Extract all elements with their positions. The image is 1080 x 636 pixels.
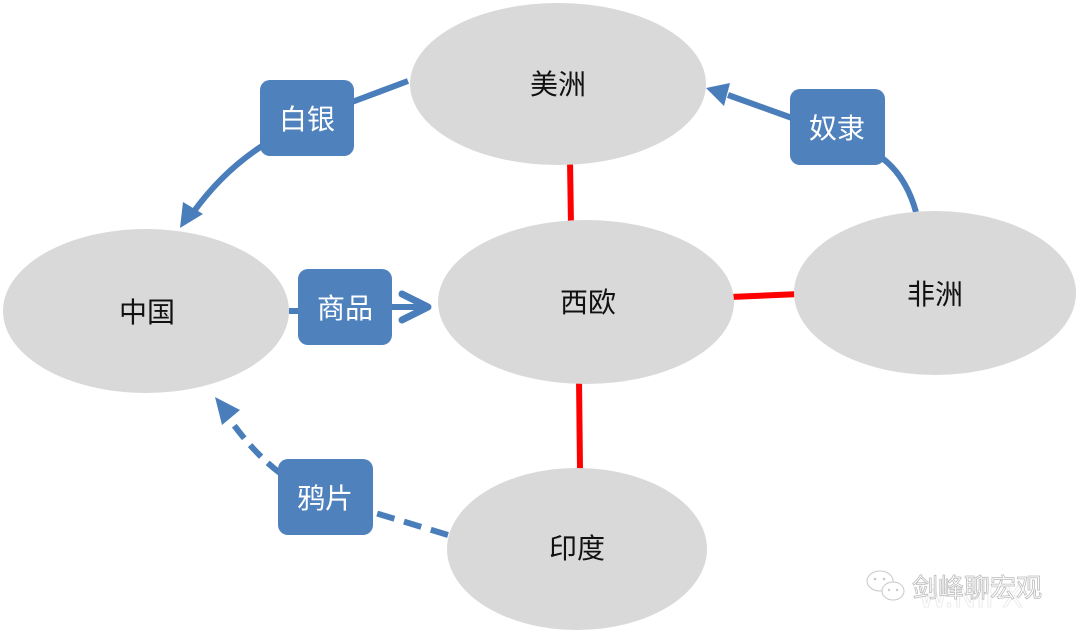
watermark-ghost-text: W.NIFX <box>918 580 1023 615</box>
node-label-china: 中国 <box>119 296 175 329</box>
flow-arrow-opium-tail <box>223 412 282 476</box>
links <box>567 159 801 471</box>
arrowhead-opium <box>215 397 240 425</box>
flow-arrow-slaves-head-line <box>726 92 794 121</box>
watermark-text: 剑峰聊宏观 <box>912 574 1042 604</box>
arrowhead-silver <box>180 202 203 228</box>
flow-label-slaves[interactable]: 奴隶 <box>790 89 885 165</box>
flow-label-silver[interactable]: 白银 <box>260 80 354 156</box>
flow-label-silver-text: 白银 <box>279 103 335 136</box>
link-europe-africa <box>729 291 801 300</box>
link-europe-india <box>576 377 583 471</box>
node-china[interactable]: 中国 <box>3 229 289 393</box>
flow-label-goods[interactable]: 商品 <box>298 269 392 345</box>
flows <box>180 78 919 538</box>
node-label-americas: 美洲 <box>530 68 586 101</box>
flow-label-opium[interactable]: 鸦片 <box>278 459 373 535</box>
flow-labels: 白银 奴隶 商品 鸦片 <box>260 80 885 535</box>
flow-arrow-opium <box>371 509 449 538</box>
node-label-africa: 非洲 <box>907 278 963 311</box>
watermark: W.NIFX 剑峰聊宏观 <box>866 570 1042 616</box>
flow-label-opium-text: 鸦片 <box>297 482 353 515</box>
node-americas[interactable]: 美洲 <box>410 3 706 165</box>
flow-arrow-silver-tail <box>189 143 264 216</box>
link-europe-americas <box>567 159 574 227</box>
flow-arrow-slaves <box>880 155 919 213</box>
node-label-western-europe: 西欧 <box>560 286 616 319</box>
flow-arrow-silver <box>350 78 410 105</box>
nodes: 美洲 西欧 中国 非洲 印度 <box>3 3 1076 630</box>
arrowhead-slaves <box>706 83 730 106</box>
node-africa[interactable]: 非洲 <box>794 211 1076 375</box>
arrowhead-goods <box>398 290 432 324</box>
wechat-icon <box>866 570 905 601</box>
node-western-europe[interactable]: 西欧 <box>438 220 734 384</box>
node-label-india: 印度 <box>549 532 605 565</box>
flow-label-slaves-text: 奴隶 <box>809 112 865 145</box>
flow-label-goods-text: 商品 <box>317 292 373 325</box>
node-india[interactable]: 印度 <box>447 468 707 630</box>
